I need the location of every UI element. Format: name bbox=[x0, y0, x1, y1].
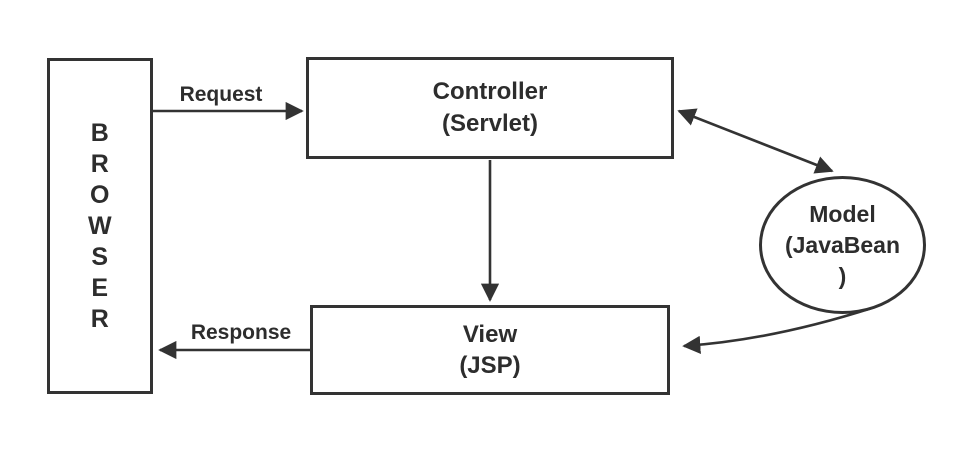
node-controller: Controller (Servlet) bbox=[306, 57, 674, 159]
view-label-line1: View bbox=[462, 321, 518, 348]
browser-letter: S bbox=[91, 242, 109, 271]
request-label: Request bbox=[179, 83, 263, 106]
browser-letter: W bbox=[87, 211, 113, 240]
browser-letter: B bbox=[90, 118, 110, 147]
browser-letter: O bbox=[90, 180, 110, 209]
controller-model-arrow bbox=[677, 108, 834, 174]
model-label-line3: ) bbox=[838, 262, 847, 289]
node-view: View (JSP) bbox=[310, 305, 670, 395]
controller-label-line1: Controller bbox=[432, 78, 548, 105]
node-model: Model (JavaBean ) bbox=[759, 176, 926, 314]
browser-letter: R bbox=[90, 149, 110, 178]
node-browser: B R O W S E R bbox=[47, 58, 153, 394]
model-label-line2: (JavaBean bbox=[784, 231, 901, 258]
response-label: Response bbox=[190, 321, 292, 344]
view-label-line2: (JSP) bbox=[459, 352, 521, 379]
browser-letter: R bbox=[90, 304, 110, 333]
browser-letter: E bbox=[91, 273, 109, 302]
model-label-line1: Model bbox=[809, 200, 876, 227]
controller-label-line2: (Servlet) bbox=[441, 110, 539, 137]
